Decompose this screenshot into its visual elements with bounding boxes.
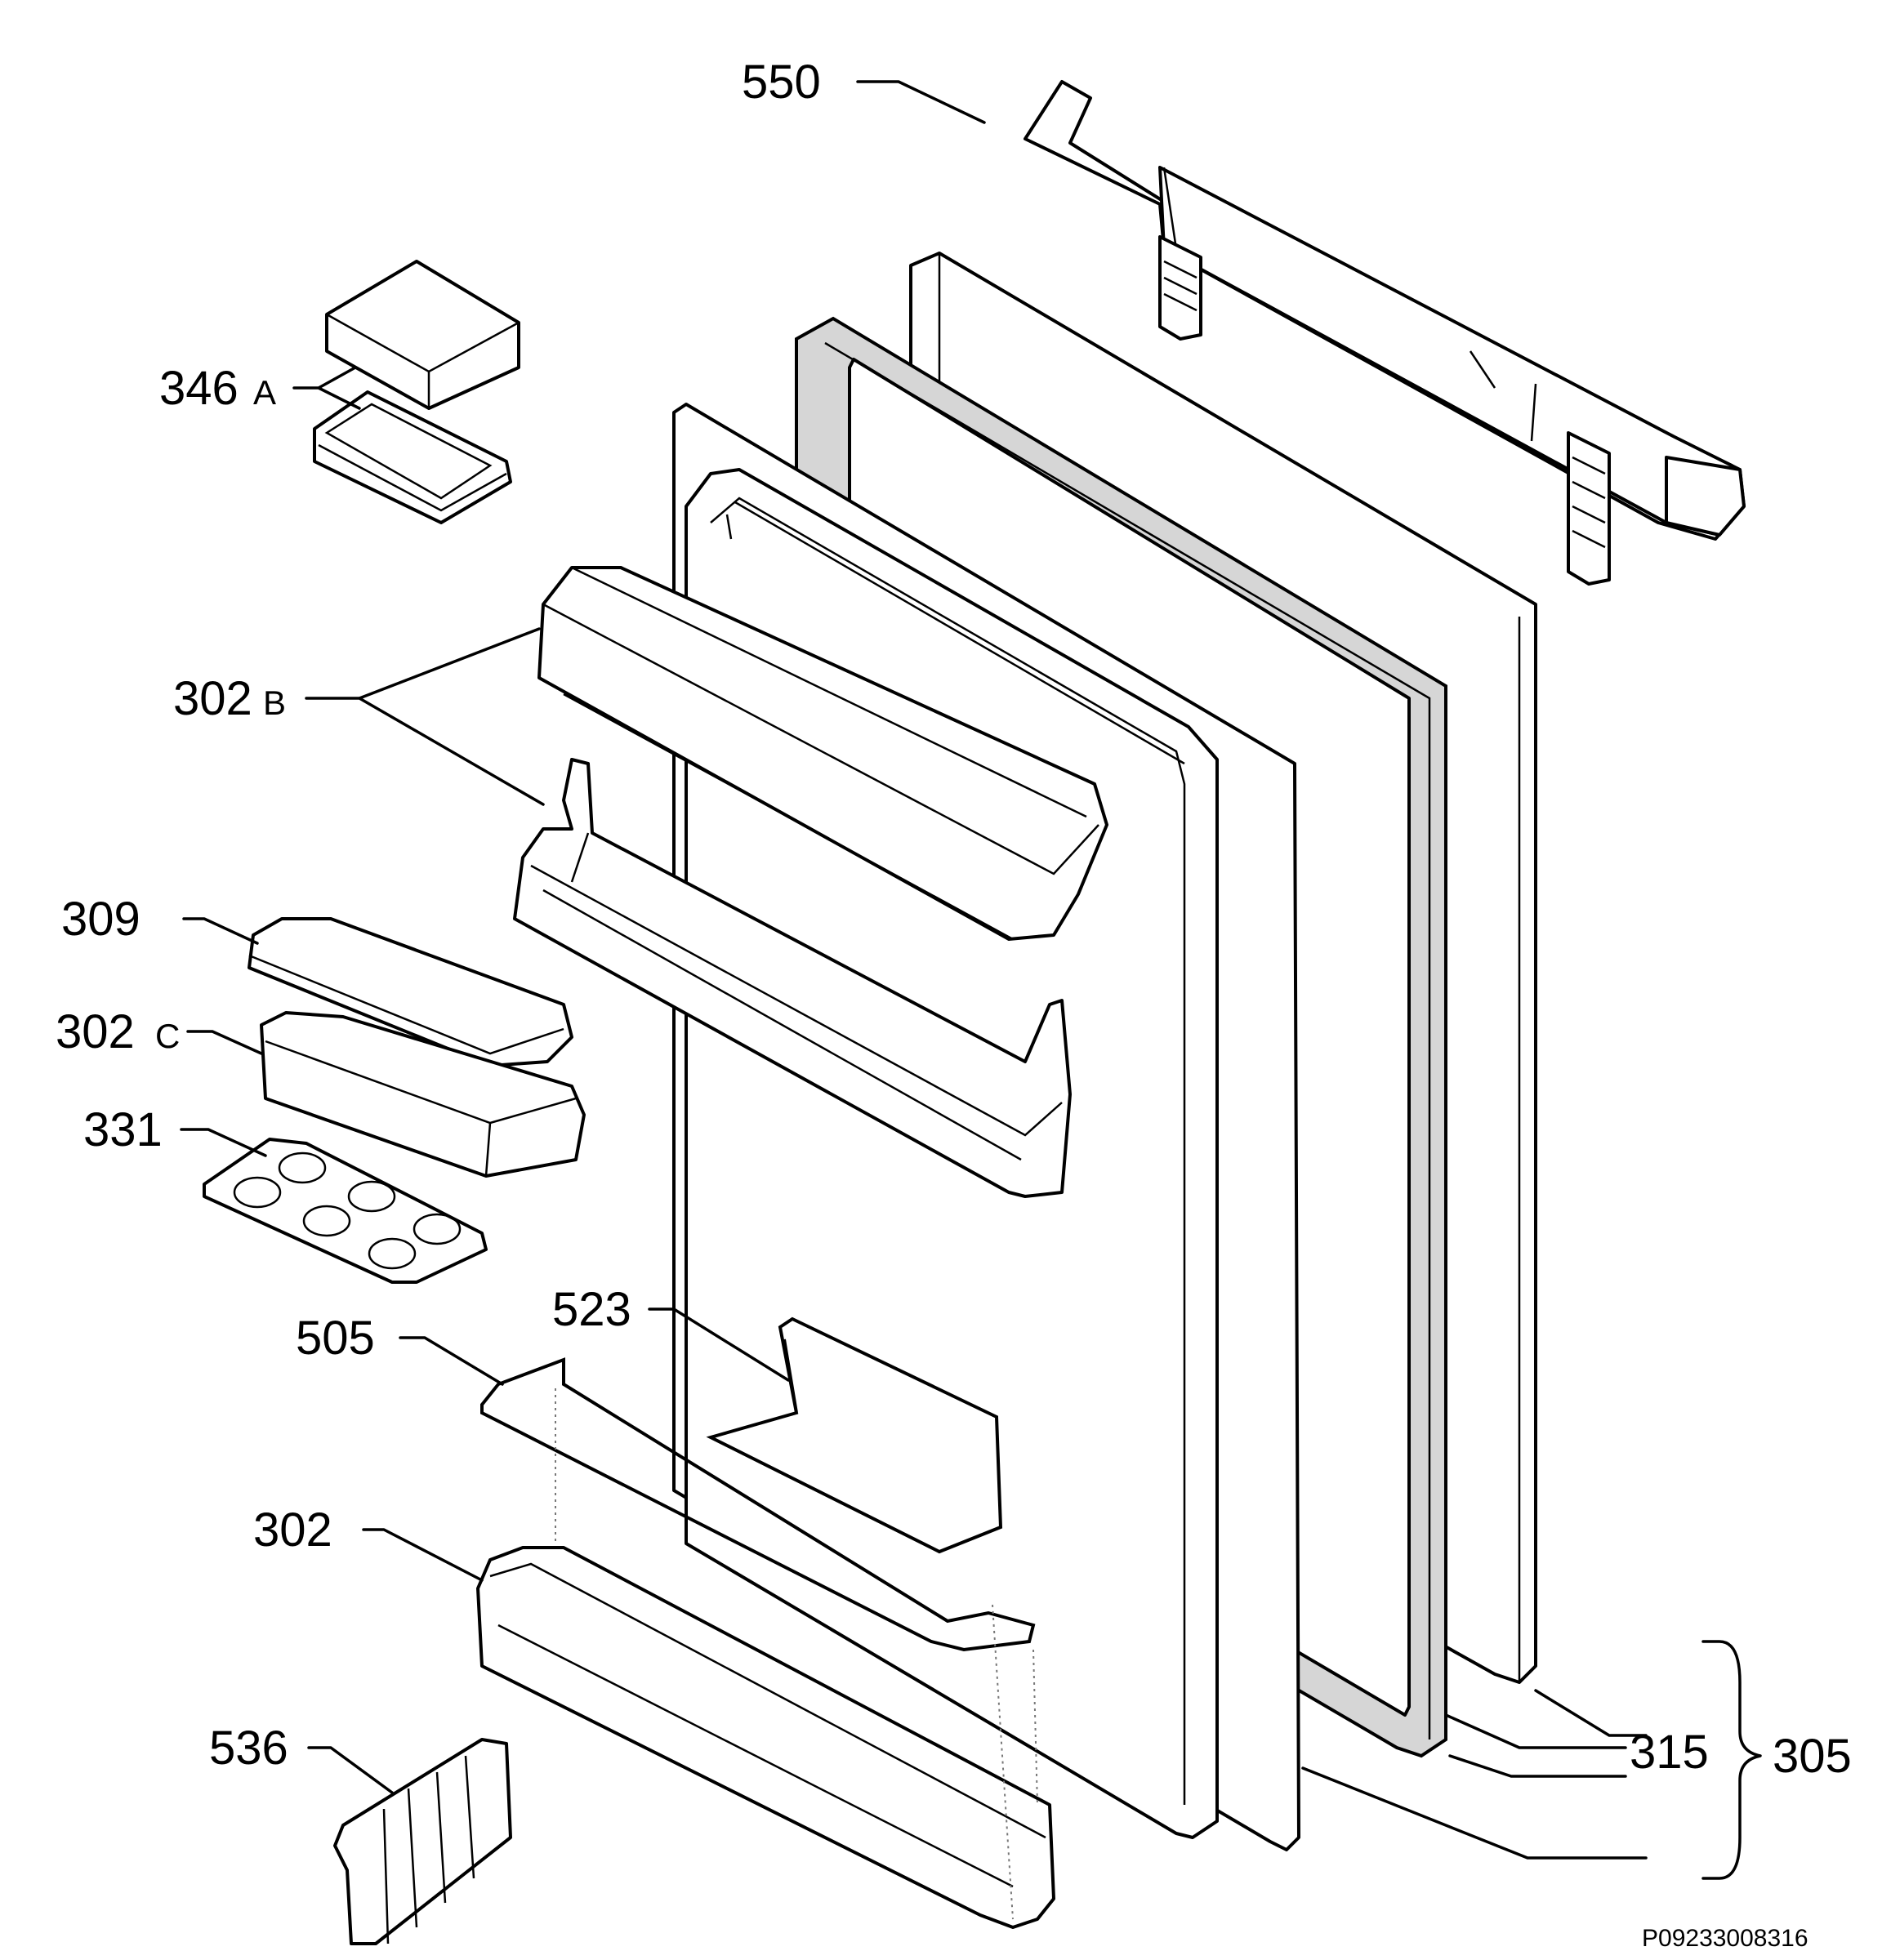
leader-lines bbox=[180, 80, 1762, 1880]
part-302c-dairy-box bbox=[260, 1011, 586, 1178]
label-346: 346 bbox=[159, 362, 239, 415]
part-305-door-assembly bbox=[672, 252, 1537, 1851]
part-505-bottle-rail bbox=[480, 1357, 1036, 1652]
label-550: 550 bbox=[742, 56, 821, 109]
label-346-suffix: A bbox=[253, 373, 276, 412]
label-536: 536 bbox=[209, 1722, 288, 1775]
part-302b-upper-shelf bbox=[513, 566, 1108, 1198]
label-302: 302 bbox=[253, 1503, 332, 1557]
label-315: 315 bbox=[1630, 1726, 1709, 1779]
label-302c: 302 bbox=[56, 1005, 135, 1058]
label-302b: 302 bbox=[173, 672, 252, 725]
part-302-bottle-shelf bbox=[476, 1388, 1055, 1929]
label-305: 305 bbox=[1773, 1730, 1852, 1783]
part-labels: 550 346 A 302 B 309 302 C 331 523 505 30… bbox=[56, 56, 1852, 1952]
label-523: 523 bbox=[552, 1283, 631, 1336]
part-523-divider bbox=[706, 1316, 1003, 1554]
label-505: 505 bbox=[296, 1312, 375, 1365]
label-302c-suffix: C bbox=[155, 1017, 180, 1055]
drawing-code: P09233008316 bbox=[1642, 1925, 1808, 1952]
label-309: 309 bbox=[61, 893, 140, 946]
part-346a-compartment bbox=[313, 260, 520, 524]
part-331-egg-tray bbox=[203, 1138, 488, 1284]
part-309-dairy-lid bbox=[248, 917, 573, 1067]
label-302b-suffix: B bbox=[263, 684, 286, 722]
part-550-hinge-bar bbox=[1024, 80, 1746, 586]
part-536-bottle-holder bbox=[333, 1738, 512, 1945]
label-331: 331 bbox=[83, 1103, 163, 1156]
